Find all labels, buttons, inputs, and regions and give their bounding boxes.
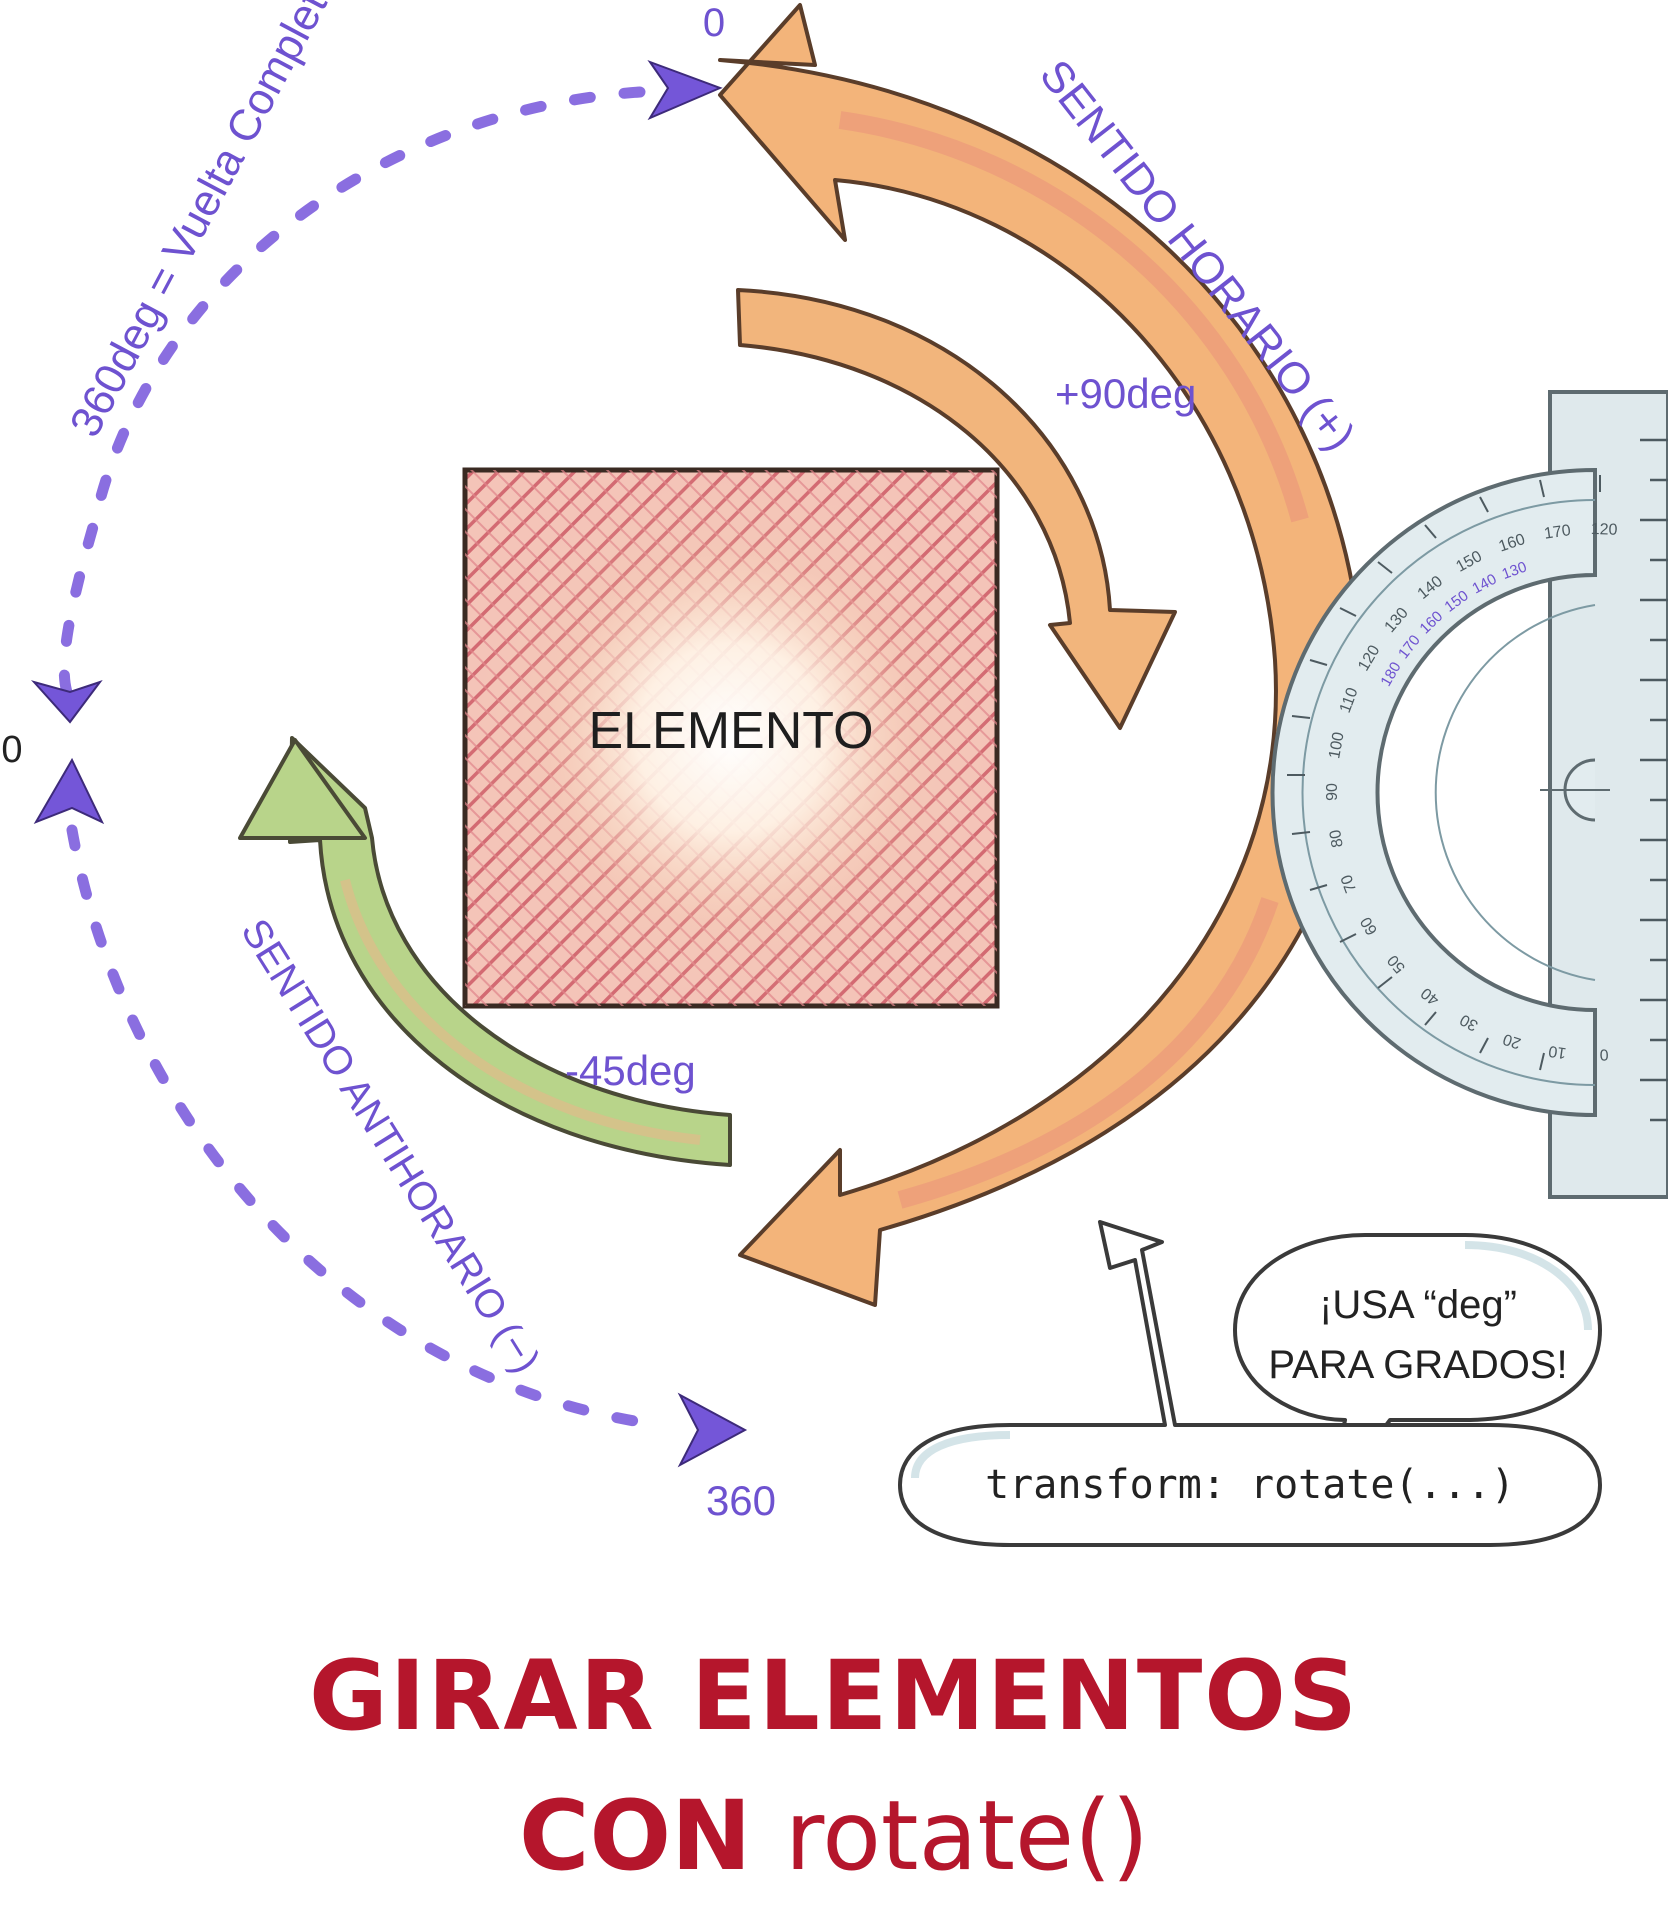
full-turn-label: 360deg = Vuelta Completa [61,0,349,445]
protractor-outer-number-10: 80 [1327,828,1347,849]
zero-marker-top-icon [650,62,720,118]
element-label: ELEMENTO [588,702,873,760]
protractor-outer-number-17: 10 [1547,1042,1567,1061]
zero-marker-left-icon [34,682,102,822]
minus45-label: -45deg [565,1047,696,1094]
end-marker-360-icon [680,1395,745,1465]
title-con: CON [519,1780,751,1892]
protractor-outer-number-9: 90 [1324,783,1341,801]
title-rotate: rotate() [785,1780,1149,1892]
page-title-line-1: GIRAR ELEMENTOS [0,1640,1668,1752]
protractor-outer-number-0: 120 [1590,521,1617,539]
element-box: ELEMENTO [465,470,997,1006]
speech-line-2: PARA GRADOS! [1268,1343,1567,1387]
speech-line-1: ¡USA “deg” [1319,1283,1517,1327]
left-zero-label: 0 [1,729,22,771]
protractor-outer-number-18: 0 [1599,1045,1609,1062]
plus90-label: +90deg [1055,370,1196,417]
page-title-line-2: CON rotate() [0,1780,1668,1892]
bottom-360-label: 360 [706,1477,776,1524]
code-text: transform: rotate(...) [985,1462,1515,1508]
top-zero-label: 0 [703,1,725,45]
